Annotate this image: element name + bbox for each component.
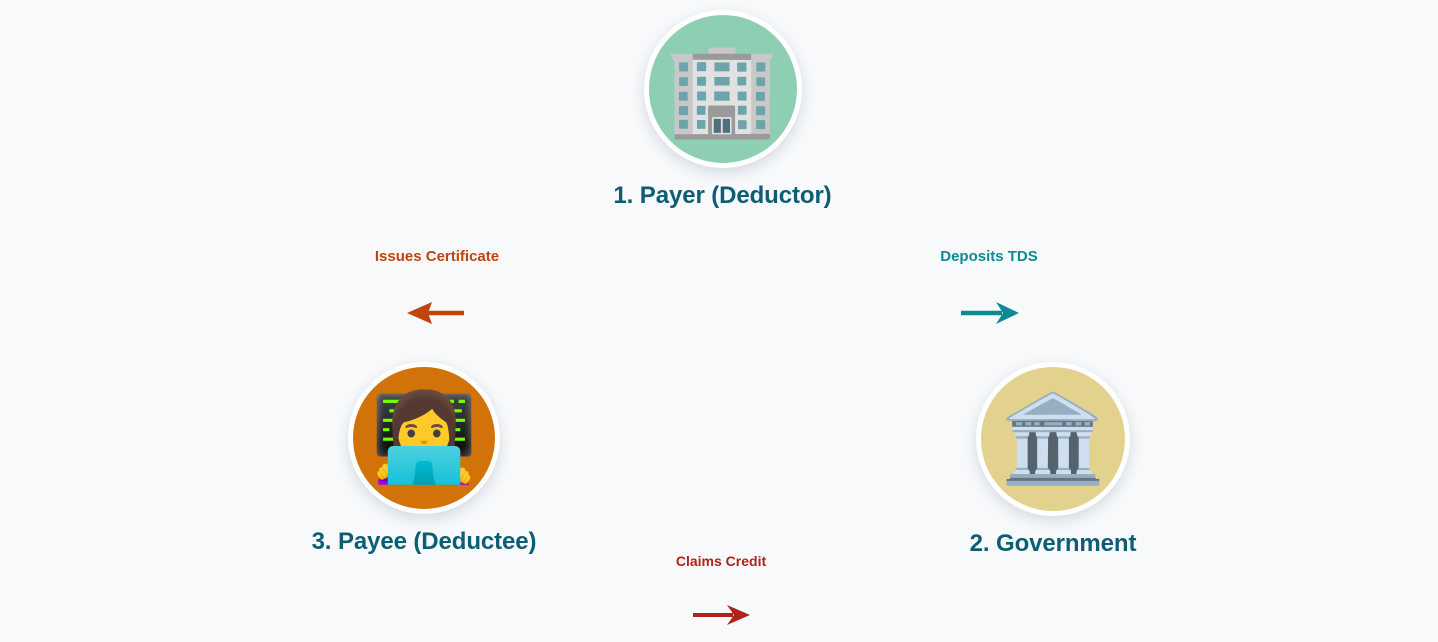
government-label: 2. Government: [969, 530, 1137, 557]
arrow-right-icon: [961, 302, 1019, 324]
woman-technologist-icon: 👩‍💻: [370, 388, 478, 488]
node-payer[interactable]: 🏢 1. Payer (Deductor): [605, 10, 840, 210]
node-government[interactable]: 🏛️ 2. Government: [962, 362, 1144, 558]
arrow-left-icon: [407, 302, 464, 324]
edge-claims-credit-label: Claims Credit: [675, 553, 767, 569]
edge-deposits-tds: Deposits TDS: [915, 249, 1063, 324]
office-building-icon: 🏢: [665, 35, 780, 142]
payee-label: 3. Payee (Deductee): [311, 528, 537, 555]
edge-issues-certificate-label: Issues Certificate: [374, 248, 500, 265]
payer-avatar-circle: 🏢: [643, 10, 802, 168]
edge-issues-certificate: Issues Certificate: [347, 249, 527, 324]
edge-deposits-tds-label: Deposits TDS: [940, 248, 1038, 265]
node-payee[interactable]: 👩‍💻 3. Payee (Deductee): [300, 362, 548, 556]
arrow-right-icon: [693, 605, 750, 625]
payer-label: 1. Payer (Deductor): [613, 182, 832, 209]
edge-claims-credit: Claims Credit: [646, 554, 796, 626]
classical-building-icon: 🏛️: [999, 389, 1107, 489]
payee-avatar-circle: 👩‍💻: [348, 362, 500, 514]
government-avatar-circle: 🏛️: [976, 362, 1130, 516]
